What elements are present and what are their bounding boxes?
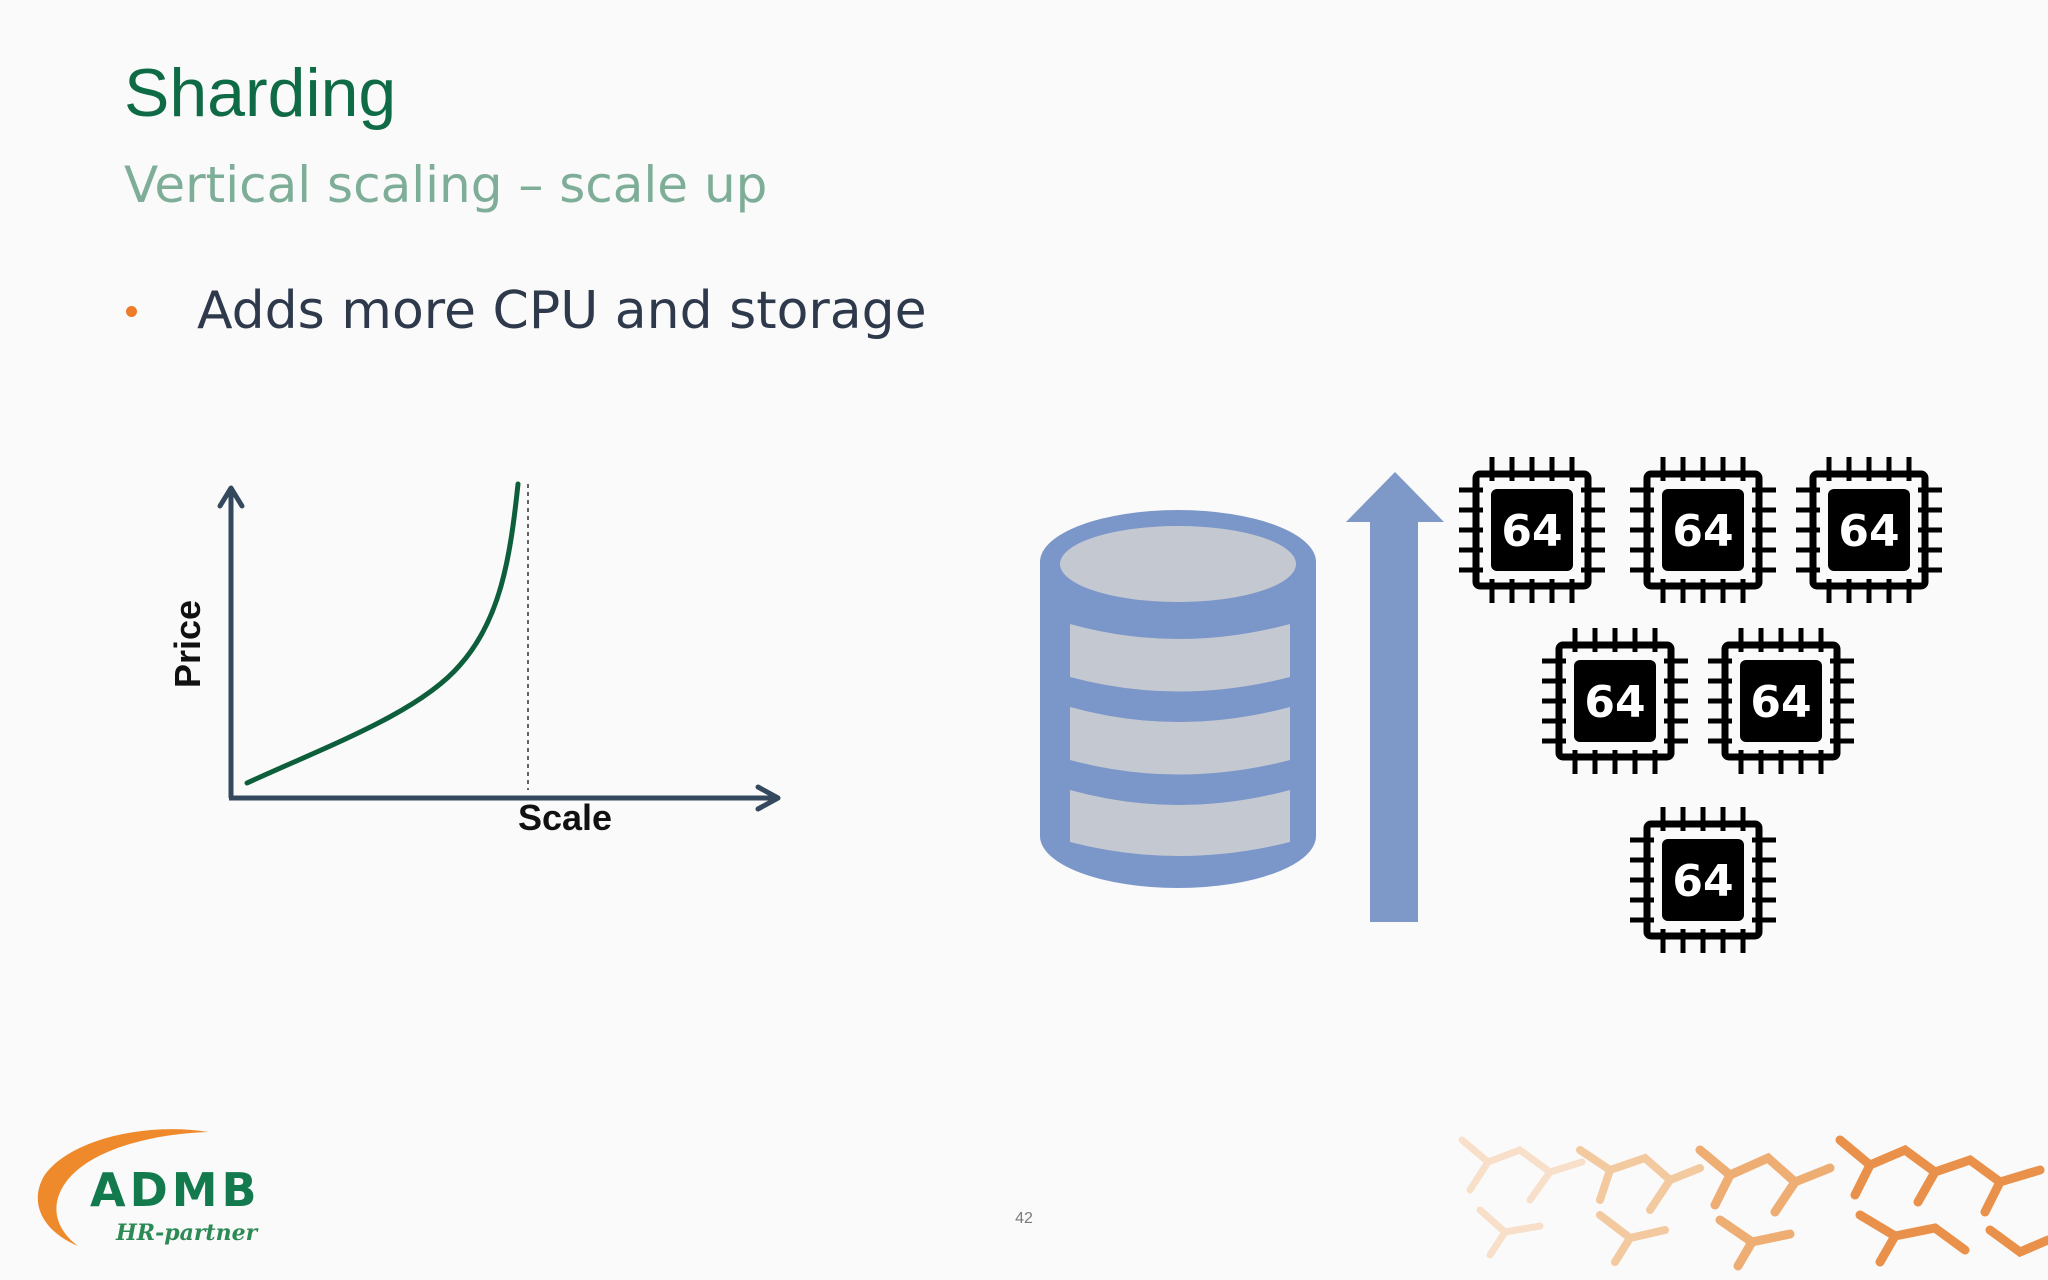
cpu-chip-label: 64 — [1838, 506, 1899, 557]
cpu-chip-icon: 64 — [1796, 457, 1942, 603]
logo-swoosh-icon — [37, 1129, 209, 1246]
up-arrow-icon — [1346, 472, 1444, 922]
cpu-chip-icon: 64 — [1708, 628, 1854, 774]
page-number: 42 — [1015, 1210, 1033, 1227]
bullet-item: Adds more CPU and storage — [124, 276, 927, 346]
cpu-chip-icon: 64 — [1630, 807, 1776, 953]
logo-tagline: HR-partner — [115, 1220, 259, 1246]
cpu-chip-label: 64 — [1750, 677, 1811, 728]
cpu-chip-icon: 64 — [1542, 628, 1688, 774]
scale-axis-arrowhead-icon — [755, 784, 781, 812]
price-axis-arrowhead-icon — [217, 485, 245, 509]
scale-axis-label: Scale — [518, 797, 612, 838]
cpu-chip-label: 64 — [1672, 506, 1733, 557]
slide-subtitle: Vertical scaling – scale up — [124, 156, 768, 214]
database-icon — [1040, 510, 1316, 888]
cpu-chip-label: 64 — [1501, 506, 1562, 557]
price-scale-diagram: Price Scale — [167, 481, 781, 838]
price-curve — [244, 481, 521, 786]
cpu-chips: 64 64 — [1459, 457, 1942, 953]
cpu-chip-label: 64 — [1672, 856, 1733, 907]
logo-name: ADMB — [90, 1163, 261, 1217]
slide-title: Sharding — [124, 55, 397, 131]
price-axis-label: Price — [167, 600, 208, 688]
cpu-chip-icon: 64 — [1459, 457, 1605, 603]
bullet-dot-icon — [126, 305, 137, 317]
admb-logo: ADMB HR-partner — [37, 1129, 261, 1246]
cpu-chip-label: 64 — [1584, 677, 1645, 728]
cpu-chip-icon: 64 — [1630, 457, 1776, 603]
bullet-text: Adds more CPU and storage — [197, 281, 927, 341]
molecule-decoration — [1458, 1135, 2048, 1271]
